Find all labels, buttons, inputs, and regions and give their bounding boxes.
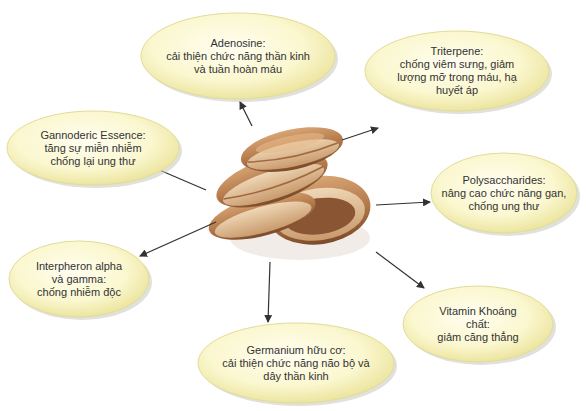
leader-arrow xyxy=(342,128,378,140)
benefit-text: nâng cao chức năng gan, chống ung thư xyxy=(439,187,569,213)
compound-name: Interpheron alpha và gamma: xyxy=(29,260,129,286)
benefit-text: tăng sự miễn nhiễm chống lại ung thư xyxy=(34,142,152,168)
leader-arrow xyxy=(268,262,270,322)
compound-name: Polysaccharides: xyxy=(439,174,569,187)
compound-name: Adenosine: xyxy=(159,37,317,50)
compound-name: Vitamin Khoáng chất: xyxy=(432,305,524,331)
leader-arrow xyxy=(376,202,430,205)
benefit-ellipse: Triterpene:chống viêm sưng, giảm lượng m… xyxy=(362,28,552,114)
benefit-text: cải thiện chức năng não bộ và dây thần k… xyxy=(221,357,371,383)
compound-name: Gannoderic Essence: xyxy=(34,129,152,142)
benefit-text: chống viêm sưng, giảm lượng mỡ trong máu… xyxy=(387,58,527,97)
benefit-ellipse: Polysaccharides:nâng cao chức năng gan, … xyxy=(428,150,580,236)
compound-name: Triterpene: xyxy=(387,45,527,58)
benefit-ellipse: Interpheron alpha và gamma:chống nhiễm đ… xyxy=(6,238,152,320)
benefit-text: chống nhiễm độc xyxy=(29,286,129,299)
leader-arrow xyxy=(240,102,252,126)
benefit-ellipse: Germanium hữu cơ:cải thiện chức năng não… xyxy=(195,320,397,406)
lingzhi-mushroom xyxy=(204,119,375,260)
benefit-ellipse: Gannoderic Essence:tăng sự miễn nhiễm ch… xyxy=(4,108,182,188)
benefit-text: giảm căng thẳng xyxy=(432,331,524,344)
benefit-ellipse: Adenosine:cải thiện chức năng thần kinh … xyxy=(138,10,338,102)
benefit-text: cải thiện chức năng thần kinh và tuần ho… xyxy=(159,50,317,76)
leader-arrow xyxy=(376,252,424,288)
compound-name: Germanium hữu cơ: xyxy=(221,344,371,357)
benefit-ellipse: Vitamin Khoáng chất:giảm căng thẳng xyxy=(400,283,556,365)
leader-arrow xyxy=(140,222,216,256)
